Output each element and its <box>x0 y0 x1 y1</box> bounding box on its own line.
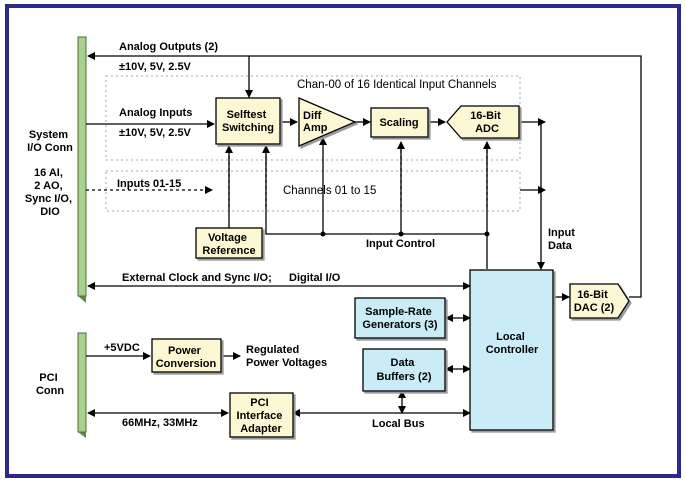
regulated-label: Regulated Power Voltages <box>246 344 327 369</box>
adc-block <box>446 105 520 139</box>
system-io-desc-line-1: 16 AI, <box>34 167 63 179</box>
channels-01-15-region <box>105 170 521 212</box>
input-data-line-1: Input <box>548 227 575 239</box>
power-conversion-label: Power Conversion <box>156 345 217 370</box>
dac-line-1: 16-Bit <box>577 289 608 301</box>
diff-amp-line-1: Diff <box>303 110 322 122</box>
dac-line-2: DAC (2) <box>574 302 615 314</box>
analog-inputs-label: Analog Inputs <box>119 107 192 119</box>
dac-label: 16-Bit DAC (2) <box>574 289 615 314</box>
local-controller-block <box>469 269 554 431</box>
analog-outputs-wire <box>87 52 642 298</box>
pci-connector <box>77 332 87 438</box>
adc-line-1: 16-Bit <box>470 110 501 122</box>
input-data-line-2: Data <box>548 240 573 252</box>
sample-rate-label: Sample-Rate Generators (3) <box>362 306 438 331</box>
input-control-label: Input Control <box>366 238 435 250</box>
ext-clock-label: External Clock and Sync I/O; <box>122 272 272 284</box>
data-buffers-line-1: Data <box>391 357 416 369</box>
system-io-desc-line-2: 2 AO, <box>34 180 62 192</box>
inputs-01-15-label: Inputs 01-15 <box>117 178 181 190</box>
power-conversion-line-1: Power <box>168 345 202 357</box>
power-conversion-line-2: Conversion <box>156 358 217 370</box>
analog-inputs-range: ±10V, 5V, 2.5V <box>119 127 192 139</box>
pci-conn-title: PCI Conn <box>36 372 64 397</box>
pci-conn-title-line-2: Conn <box>36 385 64 397</box>
pci-adapter-line-1: PCI <box>250 397 268 409</box>
system-io-connector <box>77 36 87 303</box>
pci-adapter-line-3: Adapter <box>240 423 282 435</box>
system-io-desc-line-4: DIO <box>40 206 60 218</box>
voltage-reference-line-2: Reference <box>202 245 255 257</box>
pci-adapter-label: PCI Interface Adapter <box>237 397 286 435</box>
sample-rate-block <box>354 297 446 339</box>
data-buffers-label: Data Buffers (2) <box>376 357 431 383</box>
voltage-reference-line-1: Voltage <box>208 232 247 244</box>
digital-io-label: Digital I/O <box>289 272 341 284</box>
outer-frame <box>5 4 681 478</box>
vdc-label: +5VDC <box>104 342 140 354</box>
chan00-label: Chan-00 of 16 Identical Input Channels <box>297 79 497 91</box>
pci-adapter-line-2: Interface <box>237 410 283 422</box>
data-buffers-block <box>362 348 446 392</box>
system-io-title-line-1: System <box>29 129 68 141</box>
local-controller-label: Local Controller <box>486 331 539 356</box>
analog-outputs-label: Analog Outputs (2) <box>119 41 218 53</box>
dotted-wires <box>86 150 488 210</box>
sample-rate-line-2: Generators (3) <box>362 319 438 331</box>
system-io-title-line-2: I/O Conn <box>27 142 73 154</box>
regulated-line-2: Power Voltages <box>246 357 327 369</box>
scaling-block <box>370 107 429 138</box>
system-io-title: System I/O Conn <box>27 129 73 154</box>
pci-conn-title-line-1: PCI <box>39 372 57 384</box>
junction-dots <box>320 187 544 237</box>
input-data-label: Input Data <box>548 227 578 252</box>
diff-amp-block <box>298 97 357 147</box>
system-io-desc: 16 AI, 2 AO, Sync I/O, DIO <box>25 167 75 218</box>
selftest-block <box>215 97 281 145</box>
system-io-desc-line-3: Sync I/O, <box>25 193 72 205</box>
pci-adapter-block <box>229 392 294 438</box>
adc-line-2: ADC <box>475 123 499 135</box>
power-conversion-block <box>151 338 222 373</box>
voltage-reference-block <box>195 227 263 259</box>
voltage-reference-label: Voltage Reference <box>202 232 255 257</box>
scaling-label: Scaling <box>379 117 418 129</box>
channels-01-15-label: Channels 01 to 15 <box>283 185 376 197</box>
clock-freq-label: 66MHz, 33MHz <box>122 417 198 429</box>
adc-label: 16-Bit ADC <box>470 110 504 135</box>
selftest-line-2: Switching <box>222 122 274 134</box>
diff-amp-label: Diff Amp <box>303 110 328 134</box>
local-controller-line-1: Local <box>496 331 525 343</box>
diff-amp-line-2: Amp <box>303 122 328 134</box>
dac-block <box>569 283 630 319</box>
local-bus-label: Local Bus <box>372 418 425 430</box>
local-controller-line-2: Controller <box>486 344 539 356</box>
input-control-wire <box>262 145 488 269</box>
data-buffers-line-2: Buffers (2) <box>376 371 431 383</box>
selftest-line-1: Selftest <box>227 109 267 121</box>
regulated-line-1: Regulated <box>246 344 299 356</box>
sample-rate-line-1: Sample-Rate <box>365 306 432 318</box>
analog-outputs-range: ±10V, 5V, 2.5V <box>119 61 192 73</box>
chan00-region <box>105 75 521 161</box>
selftest-label: Selftest Switching <box>222 109 274 134</box>
scaling-line-1: Scaling <box>379 117 418 129</box>
